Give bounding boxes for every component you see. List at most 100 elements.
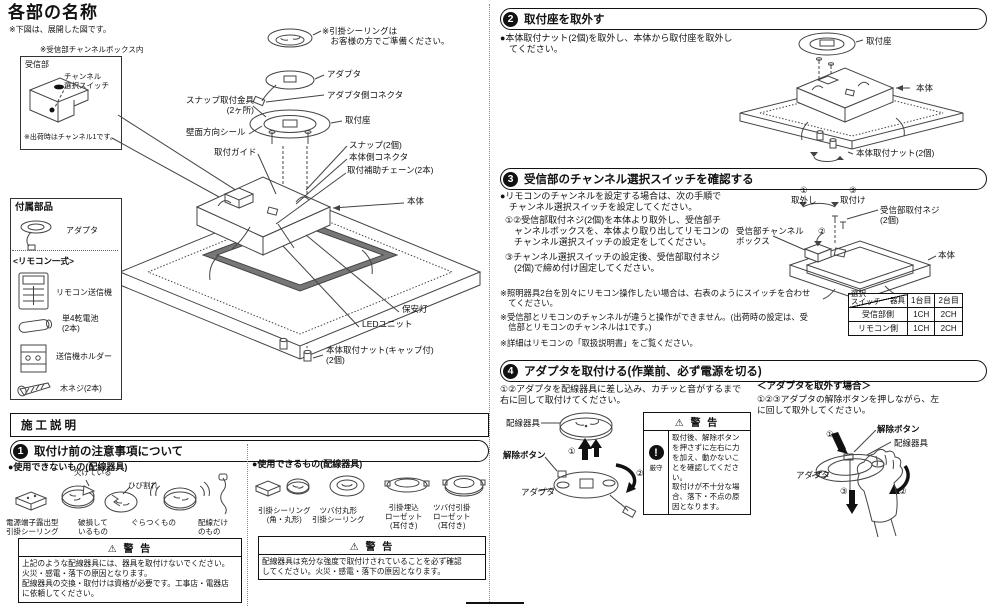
nut-icons bbox=[810, 130, 854, 162]
page-subtitle: ※下図は、展開した図です。 bbox=[9, 25, 111, 34]
section3-header: 3 受信部のチャンネル選択スイッチを確認する bbox=[500, 168, 987, 190]
inset-box bbox=[20, 56, 122, 150]
section3-note-2: ※受信部とリモコンのチャンネルが違うと操作ができません。(出荷時の設定は、受 信… bbox=[500, 312, 808, 332]
footer-mark bbox=[466, 602, 524, 604]
can-use-icons bbox=[254, 475, 486, 497]
chipped-annotation: 欠けている bbox=[74, 468, 112, 477]
section3-step12: ①②受信部取付ネジ(2個)を本体より取外し、受信部チ ャンネルボックスを、本体よ… bbox=[505, 215, 730, 247]
cell: 1CH bbox=[906, 321, 936, 336]
section1-header: 1 取付け前の注意事項について bbox=[10, 440, 489, 462]
section2-title: 取付座を取外す bbox=[524, 14, 605, 26]
can-caption-2: ツバ付丸形 引掛シーリング bbox=[312, 506, 365, 524]
warning-box-adapter: ⚠ 警 告 ! 厳守 取付後、解除ボタン を押さずに左右に力 を加え、動かないこ… bbox=[643, 412, 751, 516]
section4-header: 4 アダプタを取付ける(作業前、必ず電源を切る) bbox=[500, 360, 987, 382]
section2-header: 2 取付座を取外す bbox=[500, 8, 987, 30]
cannot-use-icons bbox=[14, 473, 228, 515]
mount-base-label: 取付座 bbox=[866, 36, 892, 46]
up-arrow bbox=[590, 439, 602, 457]
adapter-label: アダプタ bbox=[796, 470, 831, 480]
nut-icons bbox=[279, 337, 324, 362]
section1-column-divider bbox=[247, 444, 248, 606]
step1-mark: ① bbox=[826, 429, 834, 439]
warning-text: 取付後、解除ボタン を押さずに左右に力 を加え、動かないこ とを確認してくださ … bbox=[672, 433, 740, 512]
corner-bottom: 選択 スイッチ bbox=[851, 288, 881, 306]
holder-label: 送信機ホルダー bbox=[56, 352, 112, 361]
section3-note-1: ※照明器具2台を別々にリモコン操作したい場合は、右表のようにスイッチを合わせ て… bbox=[500, 288, 811, 308]
accessories-title: 付属部品 bbox=[15, 202, 54, 213]
exposed-terminal-ceiling-icon bbox=[14, 491, 48, 511]
cell: 2CH bbox=[934, 307, 963, 322]
section4-intro: ①②アダプタを配線器具に差し込み、カチッと音がするまで 右に回して取付けてくださ… bbox=[500, 384, 742, 405]
cell: 2CH bbox=[934, 321, 963, 336]
cannot-caption-3: ぐらつくもの bbox=[131, 518, 176, 527]
receiver-screw-label: 受信部取付ネジ (2個) bbox=[880, 205, 940, 226]
warning-text: 配線器具は充分な強度で取付けされていることを必ず確認 してください。火災・感電・… bbox=[262, 557, 462, 577]
wiring-device-label: 配線器具 bbox=[894, 438, 929, 448]
adapter-icon bbox=[20, 220, 52, 251]
snap-bracket-label: スナップ取付金具 (2ヶ所) bbox=[185, 95, 254, 116]
embedded-rosette-icon bbox=[384, 477, 430, 493]
section2-text: ●本体取付ナット(2個)を取外し、本体から取付座を取外し てください。 bbox=[500, 33, 733, 54]
corner-top: 器具 bbox=[890, 296, 905, 305]
cannot-use-heading: ●使用できないもの(配線器具) bbox=[8, 462, 128, 472]
remote-set-title: <リモコン一式> bbox=[13, 256, 74, 266]
release-button-label: 解除ボタン bbox=[503, 450, 546, 460]
table-row: 受信部側 1CH 2CH bbox=[848, 307, 963, 322]
flanged-hook-rosette-icon bbox=[442, 475, 486, 497]
cracked-annotation: ひび割れ bbox=[128, 481, 158, 490]
adapter-remove-title: ＜アダプタを取外す場合＞ bbox=[757, 381, 872, 392]
body-open-box-drawing bbox=[788, 240, 932, 301]
adapter-label: アダプタ bbox=[327, 69, 362, 79]
adapter-attach-diagram bbox=[537, 412, 637, 519]
accessories-box bbox=[10, 198, 122, 400]
aux-chain-label: 取付補助チェーン(2本) bbox=[347, 165, 434, 175]
adapter-drawing bbox=[252, 70, 325, 107]
body-label: 本体 bbox=[407, 196, 425, 206]
exploded-diagram bbox=[111, 28, 482, 362]
wood-screw-label: 木ネジ(2本) bbox=[60, 384, 102, 393]
mount-base-drawing bbox=[248, 105, 343, 144]
step1-mark: ① bbox=[568, 446, 576, 456]
rotate-arrow bbox=[615, 463, 637, 491]
remote-icon bbox=[18, 272, 49, 310]
cell: 1CH bbox=[906, 307, 936, 322]
wiring-device-drawing bbox=[541, 412, 613, 441]
warning-box-can-use: ⚠ 警 告 配線器具は充分な強度で取付けされていることを必ず確認 してください。… bbox=[258, 536, 486, 581]
accessories-divider bbox=[12, 250, 118, 251]
channel-box-drawing bbox=[803, 243, 847, 263]
receiver-label: 受信部 bbox=[25, 60, 49, 69]
channel-box-label: 受信部チャンネル ボックス bbox=[736, 226, 804, 247]
adapter-drawing bbox=[815, 453, 885, 490]
body-drawing bbox=[795, 67, 895, 123]
chipped-rosette-icon bbox=[61, 479, 96, 509]
cannot-caption-4: 配線だけ のもの bbox=[198, 518, 228, 536]
transmitter-label: リモコン送信機 bbox=[56, 288, 112, 297]
cracked-rosette-icon bbox=[104, 486, 138, 513]
section3-intro: ●リモコンのチャンネルを設定する場合は、次の手順で チャンネル選択スイッチを設定… bbox=[500, 191, 722, 212]
body-label: 本体 bbox=[938, 250, 956, 260]
security-light-label: 保安灯 bbox=[402, 304, 428, 314]
body-connector-label: 本体側コネクタ bbox=[349, 152, 409, 162]
col-header-1: 1台目 bbox=[906, 293, 936, 308]
hook-ceiling-icon bbox=[267, 28, 322, 48]
wiring-device-label: 配線器具 bbox=[506, 418, 541, 428]
battery-icon bbox=[18, 319, 53, 333]
section2-number-badge: 2 bbox=[503, 11, 518, 27]
channel-switch-label: チャンネル 選択スイッチ bbox=[64, 72, 109, 90]
table-header-row: 器具 選択 スイッチ 1台目 2台目 bbox=[848, 289, 963, 308]
table-row: リモコン側 1CH 2CH bbox=[848, 321, 963, 336]
section3-note-3: ※詳細はリモコンの「取扱説明書」をご覧ください。 bbox=[500, 338, 698, 348]
adapter-connector-label: アダプタ側コネクタ bbox=[327, 90, 404, 100]
inset-note: ※出荷時はチャンネル1です。 bbox=[24, 134, 117, 141]
receiver-box-icon bbox=[28, 77, 90, 123]
body-label: 本体 bbox=[916, 83, 934, 93]
remove-step-label: ① 取外し bbox=[791, 185, 817, 206]
battery-label: 単4乾電池 (2本) bbox=[62, 314, 99, 333]
page-title: 各部の名称 bbox=[8, 3, 98, 22]
can-caption-1: 引掛シーリング (角・丸形) bbox=[258, 506, 311, 524]
warning-title: ⚠ 警 告 bbox=[19, 539, 241, 557]
mandatory-label: 厳守 bbox=[649, 465, 663, 472]
mount-guide-label: 取付ガイド bbox=[214, 147, 257, 157]
warning-title: ⚠ 警 告 bbox=[644, 413, 750, 431]
